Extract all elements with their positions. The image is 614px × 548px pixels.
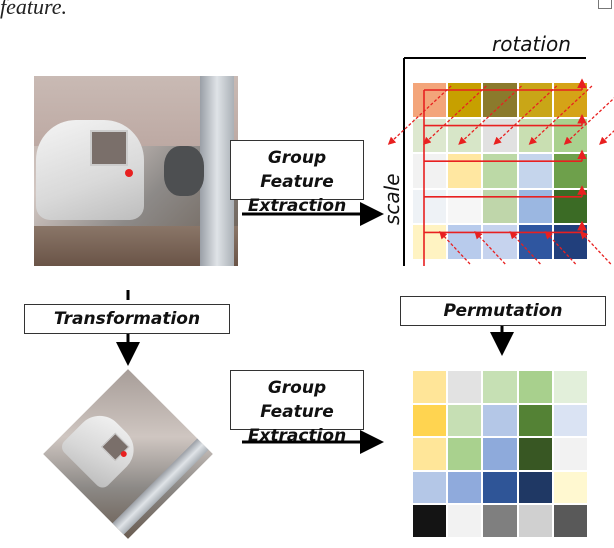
red-diagonal-arrow: [493, 85, 558, 145]
grid-cell: [552, 370, 588, 404]
grid-cell: [517, 188, 553, 225]
grid-cell: [517, 504, 553, 538]
grid-cell: [447, 504, 483, 538]
grid-cell: [447, 117, 483, 154]
grid-cell: [447, 437, 483, 471]
grid-cell: [412, 117, 448, 154]
grid-cell: [482, 153, 518, 189]
transformation-box: Transformation: [24, 304, 230, 334]
photo-cooker-panel: [90, 130, 128, 166]
permutation-red-lines: [387, 78, 614, 266]
grid-cell: [482, 370, 518, 404]
group-feature-line2: Extraction: [247, 196, 347, 216]
red-diagonal-arrow: [423, 85, 487, 145]
grid-cell: [552, 470, 588, 505]
red-diagonal-arrow: [509, 231, 541, 265]
grid-cell: [517, 117, 553, 154]
red-diagonal-arrow: [563, 97, 614, 145]
grid-cell: [412, 403, 448, 438]
group-feature-line1: Group Feature: [260, 148, 334, 192]
grid-cell: [517, 403, 553, 438]
red-diagonal-arrow: [599, 130, 614, 145]
group-feature-extraction-box-bottom: Group Feature Extraction: [230, 370, 364, 446]
grid-cell: [447, 370, 483, 404]
red-diagonal-arrow: [474, 231, 506, 265]
grid-cell: [517, 370, 553, 404]
group-feature-extraction-box-top: Group Feature Extraction: [230, 140, 364, 216]
grid-cell: [482, 504, 518, 538]
red-diagonal-arrow: [439, 231, 471, 265]
grid-cell: [412, 82, 448, 118]
cropped-corner-box: [598, 0, 612, 9]
grid-cell: [412, 437, 448, 471]
grid-cell: [412, 224, 448, 260]
grid-cell: [482, 470, 518, 505]
grid-cell: [447, 82, 483, 118]
grid-cell: [412, 153, 448, 189]
photo-pole: [200, 76, 234, 266]
grid-cell: [447, 153, 483, 189]
grid-cell: [552, 504, 588, 538]
grid-cell: [517, 437, 553, 471]
group-feature-line1: Group Feature: [260, 378, 334, 422]
red-diagonal-arrow: [579, 231, 612, 265]
grid-cell: [552, 117, 588, 154]
grid-cell: [412, 188, 448, 225]
permutation-box: Permutation: [400, 296, 606, 326]
grid-cell: [482, 224, 518, 260]
grid-cell: [447, 403, 483, 438]
grid-cell: [447, 224, 483, 260]
grid-cell: [517, 82, 553, 118]
rotation-axis-label: rotation: [492, 32, 571, 56]
photo-dark-object: [164, 146, 204, 196]
grid-cell: [552, 437, 588, 471]
feature-grid-bottom: [412, 370, 588, 538]
red-diagonal-arrow: [528, 85, 593, 145]
grid-cell: [447, 470, 483, 505]
grid-cell: [517, 224, 553, 260]
grid-cell: [482, 117, 518, 154]
grid-cell: [412, 370, 448, 404]
grid-cell: [412, 504, 448, 538]
grid-cell: [482, 437, 518, 471]
grid-cell: [412, 470, 448, 505]
grid-cell: [482, 403, 518, 438]
red-diagonal-arrow: [458, 85, 522, 145]
original-image: [34, 76, 238, 266]
grid-cell: [552, 403, 588, 438]
red-diagonal-arrow: [544, 231, 577, 265]
red-diagonal-arrow: [387, 85, 452, 145]
grid-cell: [517, 153, 553, 189]
grid-cell: [482, 188, 518, 225]
cropped-caption-text: feature.: [0, 0, 67, 19]
grid-cell: [447, 188, 483, 225]
keypoint-marker: [125, 169, 133, 177]
feature-grid-top: [412, 82, 588, 260]
grid-cell: [482, 82, 518, 118]
grid-cell: [517, 470, 553, 505]
